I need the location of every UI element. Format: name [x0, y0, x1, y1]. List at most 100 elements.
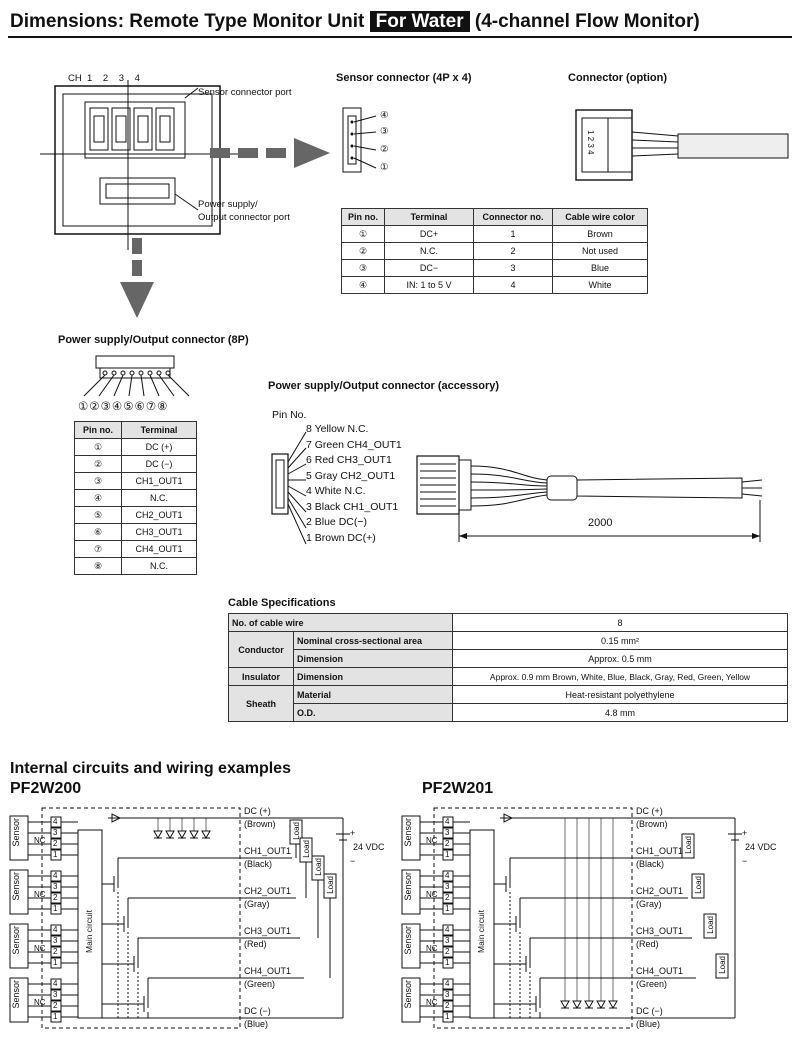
- accessory-pin: 4 White N.C.: [306, 485, 366, 497]
- sensor-label: Sensor: [11, 872, 21, 901]
- table-row: No. of cable wire 8: [228, 613, 788, 632]
- output-label: DC (−): [244, 1006, 271, 1016]
- sensor-pin-2: ②: [380, 144, 389, 155]
- terminal-number: 1: [445, 1012, 450, 1021]
- sensor-pin-1: ①: [380, 162, 389, 173]
- terminal-number: 2: [445, 1001, 450, 1010]
- title-suffix: (4-channel Flow Monitor): [474, 11, 700, 32]
- table-row: Conductor Nominal cross-sectional area 0…: [228, 631, 788, 668]
- supply-plus: +: [742, 828, 748, 838]
- nc-label: NC: [34, 836, 46, 845]
- sensor-label: Sensor: [403, 926, 413, 955]
- pin-table-header: Pin no.: [341, 208, 385, 226]
- output-label: CH1_OUT1: [636, 846, 684, 856]
- title-highlight: For Water: [369, 11, 470, 32]
- page-title: Dimensions: Remote Type Monitor Unit For…: [10, 11, 700, 33]
- accessory-cable-drawing: [271, 431, 763, 545]
- nc-label: NC: [426, 890, 438, 899]
- load-label: Load: [314, 858, 323, 876]
- terminal-number: 3: [53, 990, 58, 999]
- wire-color-label: (Gray): [244, 899, 270, 909]
- terminal-number: 1: [445, 958, 450, 967]
- output-label: CH1_OUT1: [244, 846, 292, 856]
- load-label: Load: [706, 916, 715, 934]
- nc-label: NC: [426, 944, 438, 953]
- output-label: CH3_OUT1: [636, 926, 684, 936]
- wire-color-label: (Brown): [244, 819, 276, 829]
- terminal-number: 4: [53, 979, 58, 988]
- table-row: Sheath Material Heat-resistant polyethyl…: [228, 685, 788, 722]
- circuits-title: Internal circuits and wiring examples: [10, 760, 291, 777]
- power-table-header: Terminal: [121, 421, 197, 439]
- pin-table-header: Cable wire color: [552, 208, 648, 226]
- output-label: DC (+): [244, 806, 271, 816]
- wire-color-label: (Blue): [636, 1019, 661, 1029]
- terminal-number: 3: [53, 936, 58, 945]
- terminal-number: 2: [445, 839, 450, 848]
- accessory-pin: 7 Green CH4_OUT1: [306, 438, 402, 451]
- terminal-number: 4: [445, 925, 450, 934]
- table-row: Insulator Dimension Approx. 0.9 mm Brown…: [228, 667, 788, 686]
- wire-color-label: (Green): [636, 979, 668, 989]
- circuit-diagram-pf2w201: [401, 807, 742, 1029]
- accessory-pin-list: 8 Yellow N.C. 7 Green CH4_OUT1 6 Red CH3…: [306, 422, 402, 546]
- terminal-number: 2: [445, 947, 450, 956]
- power-connector-pins: ①②③④⑤⑥⑦⑧: [78, 401, 169, 413]
- terminal-number: 3: [445, 828, 450, 837]
- accessory-pin: 1 Brown DC(+): [306, 531, 376, 544]
- supply-voltage-label: 24 VDC: [745, 842, 777, 852]
- connector-option-drawing: [575, 109, 789, 181]
- nc-label: NC: [426, 998, 438, 1007]
- sensor-label: Sensor: [403, 872, 413, 901]
- connector-option-title: Connector (option): [568, 72, 667, 84]
- nc-label: NC: [34, 890, 46, 899]
- wire-color-label: (Red): [244, 939, 267, 949]
- output-label: CH4_OUT1: [636, 966, 684, 976]
- power-table-header: Pin no.: [74, 421, 122, 439]
- terminal-number: 1: [53, 1012, 58, 1021]
- wire-color-label: (Black): [636, 859, 665, 869]
- power-connector-title: Power supply/Output connector (8P): [58, 334, 249, 346]
- sensor-label: Sensor: [403, 980, 413, 1009]
- supply-minus: −: [350, 856, 356, 866]
- terminal-number: 2: [53, 839, 58, 848]
- load-label: Load: [694, 876, 703, 894]
- terminal-number: 4: [445, 817, 450, 826]
- nc-label: NC: [34, 944, 46, 953]
- nc-label: NC: [34, 998, 46, 1007]
- load-label: Load: [302, 840, 311, 858]
- table-row: O.D. 4.8 mm: [229, 703, 788, 722]
- model-pf2w200: PF2W200: [10, 780, 82, 797]
- pin-no-label: Pin No.: [272, 409, 307, 421]
- terminal-number: 2: [53, 947, 58, 956]
- terminal-number: 1: [53, 958, 58, 967]
- terminal-number: 1: [53, 904, 58, 913]
- wire-color-label: (Red): [636, 939, 659, 949]
- pin-table-header: Terminal: [384, 208, 474, 226]
- terminal-number: 3: [53, 828, 58, 837]
- terminal-number: 3: [445, 990, 450, 999]
- cable-spec-title: Cable Specifications: [228, 597, 336, 609]
- sensor-label: Sensor: [11, 818, 21, 847]
- wire-color-label: (Black): [244, 859, 273, 869]
- output-label: CH3_OUT1: [244, 926, 292, 936]
- wire-color-label: (Blue): [244, 1019, 269, 1029]
- terminal-number: 2: [53, 1001, 58, 1010]
- supply-minus: −: [742, 856, 748, 866]
- main-circuit-label: Main circuit: [476, 910, 486, 953]
- sensor-port-label: Sensor connector port: [198, 87, 292, 98]
- output-label: DC (−): [636, 1006, 663, 1016]
- terminal-number: 4: [53, 817, 58, 826]
- cable-spec-table: No. of cable wire 8 Conductor Nominal cr…: [228, 613, 788, 722]
- load-label: Load: [326, 876, 335, 894]
- circuit-diagram-pf2w200: [9, 807, 350, 1029]
- load-label: Load: [292, 822, 301, 840]
- output-label: CH2_OUT1: [636, 886, 684, 896]
